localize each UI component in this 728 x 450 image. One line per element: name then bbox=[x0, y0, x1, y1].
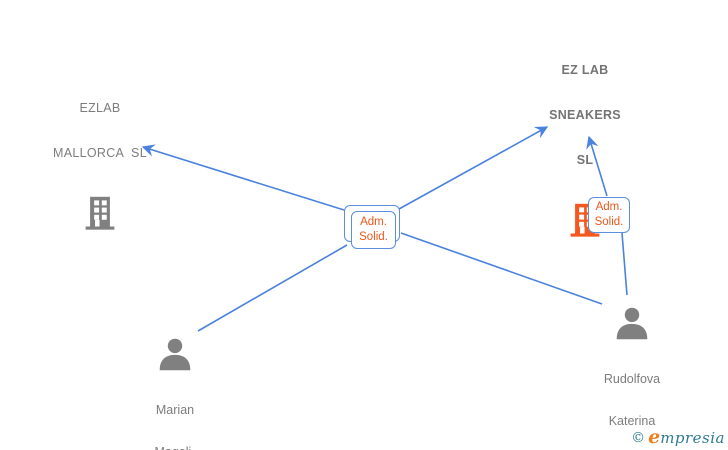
edge-centerbox-to-mallorca bbox=[141, 144, 345, 211]
company-label-line: SNEAKERS bbox=[549, 108, 621, 122]
relationship-label-line: Solid. bbox=[594, 216, 624, 228]
company-label-line: EZ LAB bbox=[561, 63, 609, 77]
logo-initial: e bbox=[648, 426, 661, 448]
person-label-line: Magali- bbox=[115, 445, 235, 450]
person-label: Rudolfova Katerina bbox=[572, 344, 692, 450]
edge-rudolfova-to-rightbox bbox=[621, 232, 628, 296]
company-label-line: EZLAB bbox=[79, 101, 121, 115]
building-icon bbox=[85, 196, 115, 230]
company-label-line: MALLORCA SL bbox=[53, 146, 147, 160]
edge-marian-to-centerbox bbox=[197, 244, 348, 332]
person-label-line: Rudolfova bbox=[603, 372, 661, 386]
company-node-ezlab-mallorca[interactable]: EZLAB MALLORCA SL bbox=[30, 71, 170, 231]
company-label-line: SL bbox=[576, 153, 594, 167]
edge-centerbox-to-sneakers bbox=[398, 126, 549, 210]
person-label-line: Katerina bbox=[608, 414, 656, 428]
relationship-label-line: Adm. bbox=[360, 216, 387, 228]
edge-rightbox-to-sneakers bbox=[586, 135, 608, 197]
edge-rudolfova-to-centerbox bbox=[400, 232, 603, 305]
company-label: EZ LAB SNEAKERS SL bbox=[535, 33, 635, 198]
person-label: Marian Magali- Caroline bbox=[115, 375, 235, 450]
relationship-badge-right: Adm. Solid. bbox=[588, 197, 630, 233]
relationship-badge-center: Adm. Solid. bbox=[351, 211, 396, 249]
person-icon bbox=[159, 338, 191, 371]
relationship-label-line: Adm. bbox=[595, 201, 623, 213]
person-node-marian-magali-caroline[interactable]: Marian Magali- Caroline bbox=[115, 337, 235, 450]
empresia-logo[interactable]: ©empresia bbox=[631, 426, 725, 448]
person-node-rudolfova-katerina[interactable]: Rudolfova Katerina bbox=[572, 306, 692, 450]
copyright-icon: © bbox=[631, 430, 646, 446]
logo-text: mpresia bbox=[660, 429, 725, 447]
company-label: EZLAB MALLORCA SL bbox=[30, 71, 170, 191]
relationship-label-line: Solid. bbox=[359, 231, 388, 243]
person-icon bbox=[616, 307, 648, 340]
person-label-line: Marian bbox=[155, 403, 195, 417]
